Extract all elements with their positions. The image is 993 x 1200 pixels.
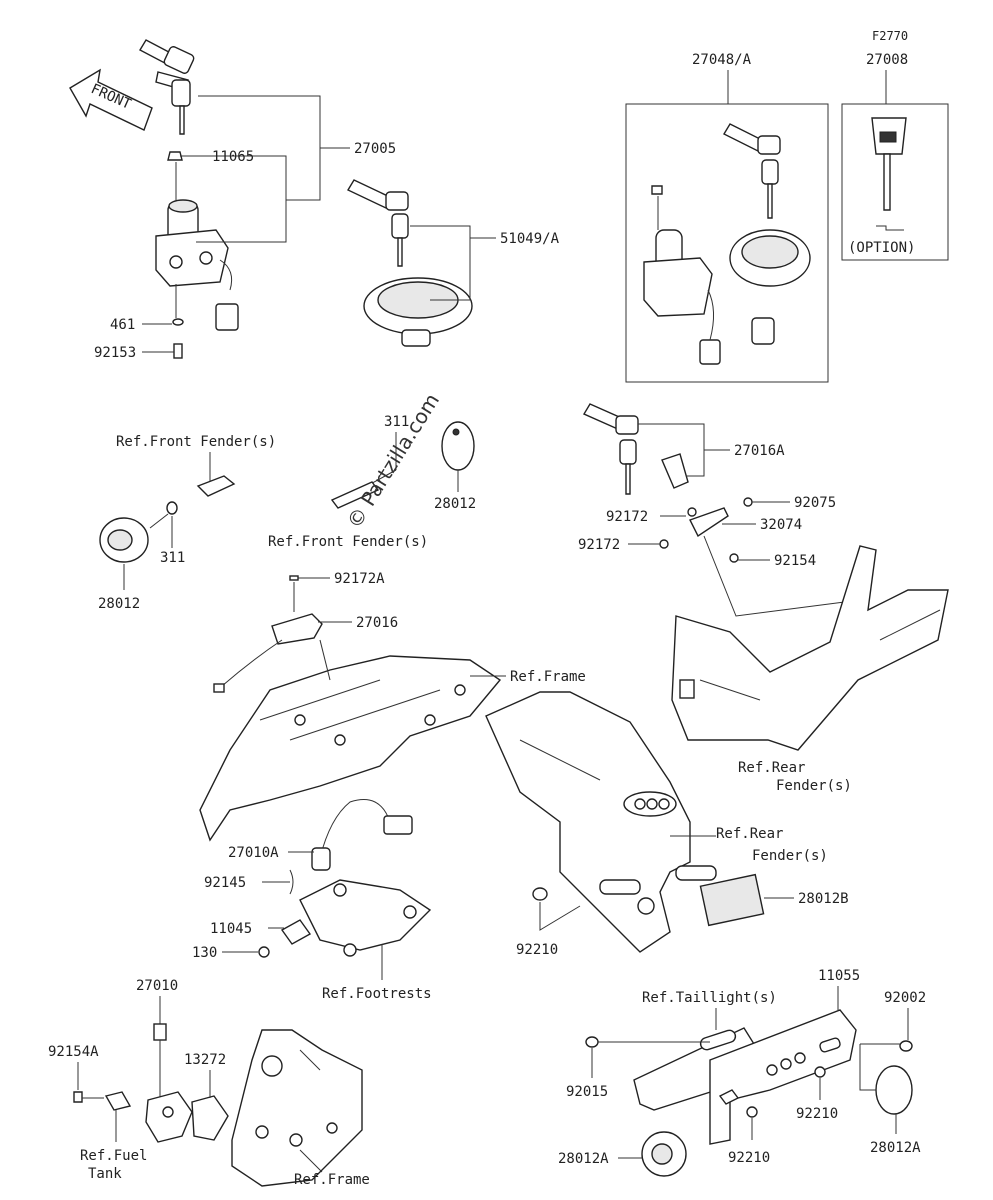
ignition-switch-icon [155,151,239,359]
ref-fuel-tank-2: Tank [88,1166,122,1182]
part-27016-label: 27016 [356,615,398,631]
watermark: © Partzilla.com [342,389,444,533]
part-92172-label-a: 92172 [606,509,648,525]
part-28012A-label-1: 28012A [558,1151,609,1167]
part-11055-label: 11055 [818,968,860,984]
part-92145-label: 92145 [204,875,246,891]
part-32074-label: 32074 [760,517,802,533]
part-27048A-label: 27048/A [692,52,752,68]
part-51049A-label: 51049/A [500,231,560,247]
kit-27048A-parts-icon [643,123,811,365]
part-92172A-label: 92172A [334,571,385,587]
part-130-label: 130 [192,945,217,961]
part-311-label-a: 311 [160,550,185,566]
part-28012-label-b: 28012 [434,496,476,512]
ref-fuel-tank-1: Ref.Fuel [80,1148,147,1164]
diagram-code: F2770 [872,29,908,43]
part-92075-label: 92075 [794,495,836,511]
ref-rear-fender-2a: Ref.Rear [716,826,783,842]
fuel-cap-key-set-icon [347,179,473,347]
part-92002-label: 92002 [884,990,926,1006]
side-stand-switch-icon [258,799,432,958]
fender-bolt-icon [330,421,475,509]
ref-rear-fender-1a: Ref.Rear [738,760,805,776]
part-92210-label-b: 92210 [796,1106,838,1122]
part-92154-label: 92154 [774,553,816,569]
ref-front-fender-2: Ref.Front Fender(s) [268,534,428,550]
part-92154A-label: 92154A [48,1044,99,1060]
ref-frame-2: Ref.Frame [294,1172,370,1188]
frame-center-icon [199,639,502,842]
part-27008-label: 27008 [866,52,908,68]
nut-92210-icon [532,887,548,901]
switch-27010-icon [73,1023,229,1143]
part-28012A-label-2: 28012A [870,1140,921,1156]
ignition-key-set-icon [139,39,195,135]
part-461-label: 461 [110,317,135,333]
ref-front-fender-1: Ref.Front Fender(s) [116,434,276,450]
part-92210-label-c: 92210 [728,1150,770,1166]
ref-frame-1: Ref.Frame [510,669,586,685]
seat-lock-icon [213,575,323,693]
part-311-label-b: 311 [384,414,409,430]
frame-lower-icon [231,1029,363,1187]
part-27010A-label: 27010A [228,845,279,861]
front-arrow-icon: FRONT [69,68,153,131]
seat-lock-key-icon [582,403,753,563]
part-92210-label-a: 92210 [516,942,558,958]
license-bracket-icon [585,1009,913,1177]
part-11065-label: 11065 [212,149,254,165]
ref-rear-fender-1b: Fender(s) [776,778,852,794]
part-92153-label: 92153 [94,345,136,361]
rear-fender-upper-icon [671,545,949,751]
part-27010-label: 27010 [136,978,178,994]
ref-taillight: Ref.Taillight(s) [642,990,777,1006]
kit-27048A-box [625,103,829,383]
part-11045-label: 11045 [210,921,252,937]
part-27005-label: 27005 [354,141,396,157]
option-key-box [841,103,949,261]
part-28012B-label: 28012B [798,891,849,907]
ref-rear-fender-2b: Fender(s) [752,848,828,864]
part-28012-label-a: 28012 [98,596,140,612]
rear-fender-lower-icon [485,691,765,953]
part-27016A-label: 27016A [734,443,785,459]
option-key-icon [871,117,907,231]
front-fender-parts-icon [99,475,236,563]
ref-footrests: Ref.Footrests [322,986,432,1002]
part-13272-label: 13272 [184,1052,226,1068]
part-92015-label: 92015 [566,1084,608,1100]
option-label: (OPTION) [848,240,915,256]
part-92172-label-b: 92172 [578,537,620,553]
